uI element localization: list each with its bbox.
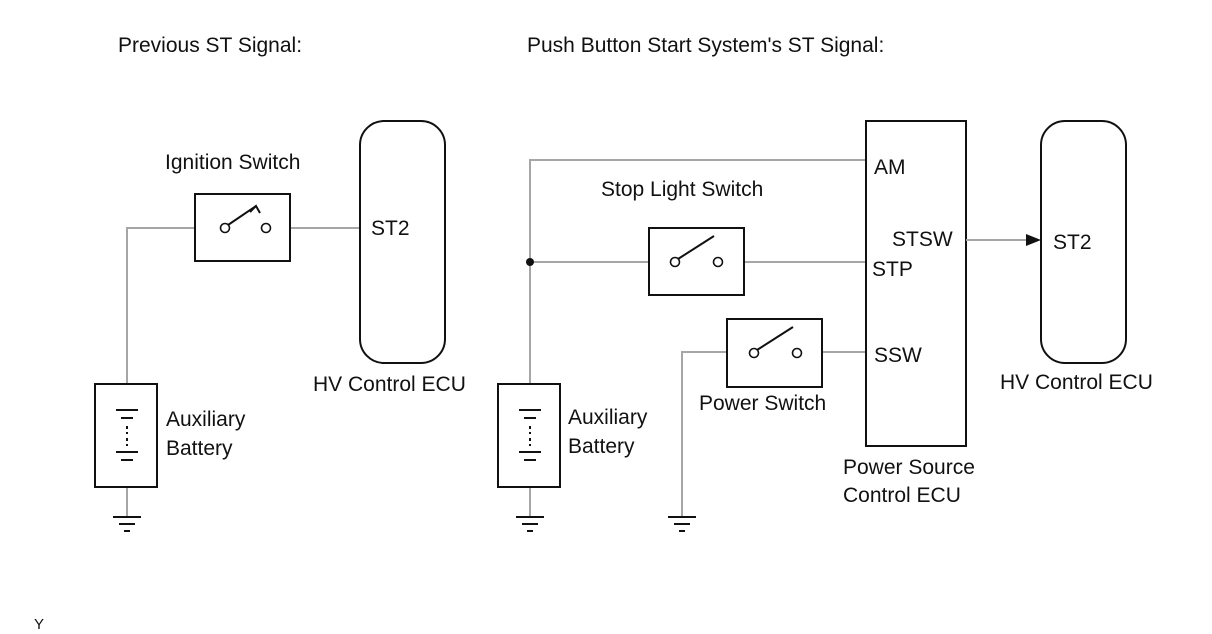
pin-ssw: SSW (874, 344, 922, 367)
power-switch-label: Power Switch (699, 392, 826, 415)
pin-am: AM (874, 156, 906, 179)
ground-icon (668, 516, 696, 532)
hv-control-ecu-left (359, 120, 446, 364)
ground-icon (113, 516, 141, 532)
stop-light-switch (648, 227, 745, 296)
auxiliary-battery-left (94, 383, 158, 488)
arrow-right-icon (1026, 234, 1041, 246)
junction-dot (526, 258, 534, 266)
ecu-pin-st2-right: ST2 (1053, 231, 1092, 254)
stop-light-switch-label: Stop Light Switch (601, 178, 763, 201)
psecu-label-1: Power Source (843, 456, 975, 479)
psecu-label-2: Control ECU (843, 484, 961, 507)
left-battery-wire (126, 227, 195, 384)
previous-st-circuit: Ignition Switch ST2 HV Control ECU Auxil… (94, 120, 466, 532)
power-source-control-ecu (865, 120, 967, 447)
heading-push-button-st-signal: Push Button Start System's ST Signal: (527, 34, 884, 57)
heading-previous-st-signal: Previous ST Signal: (118, 34, 302, 57)
hv-control-ecu-label-left: HV Control ECU (313, 373, 466, 396)
am-wire (529, 159, 866, 384)
power-switch (726, 318, 823, 388)
battery-label-right-1: Auxiliary (568, 406, 648, 429)
ignition-switch-label: Ignition Switch (165, 151, 300, 174)
hv-control-ecu-right (1040, 120, 1127, 364)
push-button-st-circuit: Stop Light Switch Power Switch Auxiliary… (497, 120, 1153, 532)
pin-stsw: STSW (892, 228, 953, 251)
corner-mark: Y (34, 616, 44, 633)
battery-label-left-2: Battery (166, 437, 233, 460)
ssw-wire-a (681, 351, 727, 516)
ground-icon (516, 516, 544, 532)
pin-stp: STP (872, 258, 913, 281)
auxiliary-battery-right (497, 383, 561, 488)
ecu-pin-st2-left: ST2 (371, 217, 410, 240)
hv-control-ecu-label-right: HV Control ECU (1000, 371, 1153, 394)
battery-label-left-1: Auxiliary (166, 408, 246, 431)
ignition-switch (194, 193, 291, 262)
battery-label-right-2: Battery (568, 435, 635, 458)
